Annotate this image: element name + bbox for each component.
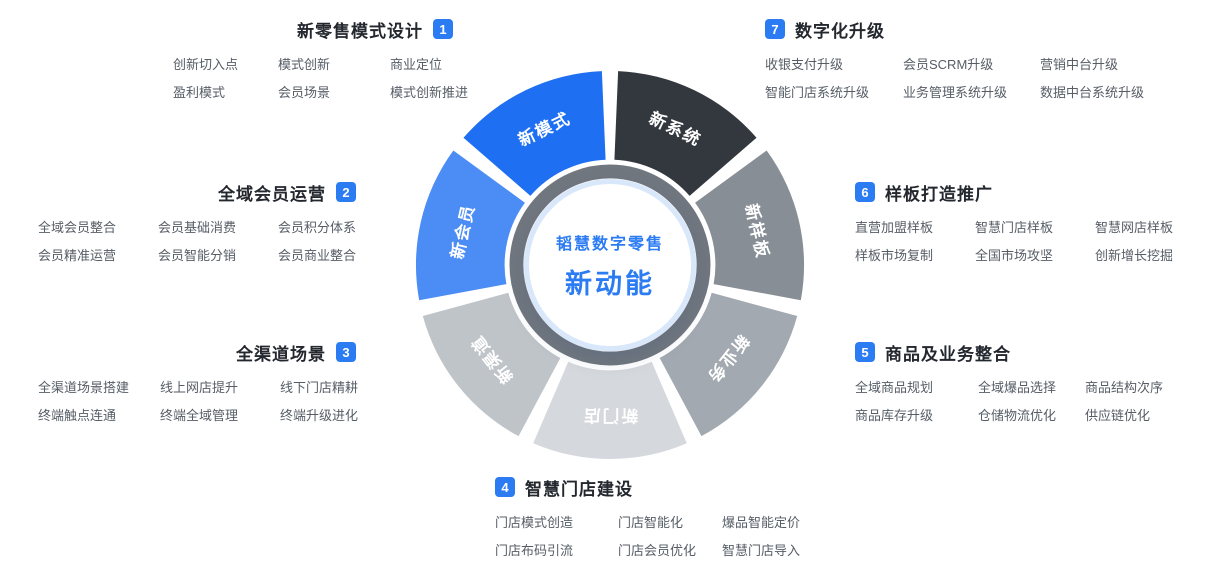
- section-1-item: 创新切入点: [173, 57, 239, 72]
- section-1-items: 创新切入点 模式创新 商业定位盈利模式 会员场景 模式创新推进: [173, 56, 468, 102]
- wheel-segment-新门店: [533, 361, 687, 460]
- section-3-item: 线下门店精耕: [280, 380, 359, 395]
- wheel-center: 韬慧数字零售 新动能: [524, 179, 696, 351]
- section-5-item: 仓储物流优化: [978, 408, 1057, 423]
- section-3-item: 终端触点连通: [38, 408, 117, 423]
- section-5-items: 全域商品规划 全域爆品选择 商品结构次序商品库存升级 仓储物流优化 供应链优化: [855, 379, 1185, 425]
- wheel-segment-新模式: [463, 71, 606, 196]
- section-5-item: 商品库存升级: [855, 408, 934, 423]
- wheel-segment-label: 新门店: [582, 406, 638, 426]
- section-6-title: 样板打造推广: [885, 184, 993, 204]
- section-4-item: 爆品智能定价: [722, 515, 801, 530]
- section-6-item: 全国市场攻坚: [975, 248, 1054, 263]
- section-6-items: 直营加盟样板 智慧门店样板 智慧网店样板样板市场复制 全国市场攻坚 创新增长挖掘: [855, 219, 1185, 265]
- section-2-item: 全域会员整合: [38, 220, 117, 235]
- section-1-number-badge: 1: [433, 19, 453, 39]
- section-3: 全渠道场景 3 全渠道场景搭建 线上网店提升 线下门店精耕终端触点连通 终端全域管理 终端升…: [38, 341, 359, 425]
- section-6-item: 直营加盟样板: [855, 220, 934, 235]
- section-2-item: 会员智能分销: [158, 248, 237, 263]
- section-7-items: 收银支付升级 会员SCRM升级 营销中台升级智能门店系统升级 业务管理系统升级 数据中台…: [765, 56, 1185, 102]
- section-2-items: 全域会员整合 会员基础消费 会员积分体系会员精准运营 会员智能分销 会员商业整合: [38, 219, 356, 265]
- section-2: 全域会员运营 2 全域会员整合 会员基础消费 会员积分体系会员精准运营 会员智能分销 会员商…: [38, 181, 356, 265]
- section-3-title: 全渠道场景: [236, 344, 326, 364]
- wheel-segment-新样板: [695, 150, 805, 301]
- section-7-item: 收银支付升级: [765, 57, 844, 72]
- section-7-title: 数字化升级: [795, 21, 885, 41]
- section-5-title: 商品及业务整合: [885, 344, 1011, 364]
- section-7-item: 智能门店系统升级: [765, 85, 870, 100]
- section-6: 6 样板打造推广直营加盟样板 智慧门店样板 智慧网店样板样板市场复制 全国市场攻坚 创新增…: [855, 181, 1185, 265]
- section-4-item: 门店布码引流: [495, 543, 574, 558]
- wheel-segment-新会员: [415, 150, 525, 301]
- section-5-item: 全域商品规划: [855, 380, 934, 395]
- center-title: 韬慧数字零售: [555, 235, 664, 253]
- section-4-item: 门店模式创造: [495, 515, 574, 530]
- section-3-items: 全渠道场景搭建 线上网店提升 线下门店精耕终端触点连通 终端全域管理 终端升级进化: [38, 379, 359, 425]
- section-7: 7 数字化升级收银支付升级 会员SCRM升级 营销中台升级智能门店系统升级 业务管理系统…: [765, 18, 1185, 102]
- section-4-title: 智慧门店建设: [525, 479, 633, 499]
- section-5: 5 商品及业务整合全域商品规划 全域爆品选择 商品结构次序商品库存升级 仓储物流优化 供应…: [855, 341, 1185, 425]
- section-3-item: 终端升级进化: [280, 408, 359, 423]
- section-2-item: 会员商业整合: [278, 248, 357, 263]
- section-3-title-row: 全渠道场景 3: [38, 341, 356, 364]
- section-4-title-row: 4 智慧门店建设: [495, 476, 825, 499]
- section-3-item: 终端全域管理: [160, 408, 239, 423]
- section-4-number-badge: 4: [495, 477, 515, 497]
- section-6-item: 创新增长挖掘: [1095, 248, 1174, 263]
- section-7-item: 数据中台系统升级: [1040, 85, 1145, 100]
- wheel-segment-新系统: [614, 71, 757, 196]
- section-7-item: 营销中台升级: [1040, 57, 1119, 72]
- section-3-number-badge: 3: [336, 342, 356, 362]
- section-1-item: 会员场景: [278, 85, 331, 100]
- section-4-item: 门店会员优化: [618, 543, 697, 558]
- section-2-item: 会员积分体系: [278, 220, 357, 235]
- wheel-inner-ring: [509, 164, 711, 366]
- center-subtitle: 新动能: [565, 268, 655, 299]
- section-7-item: 会员SCRM升级: [903, 57, 994, 72]
- section-1-title-row: 新零售模式设计 1: [173, 18, 453, 41]
- digital-retail-wheel-diagram: 新系统新样板新业务新门店新渠道新会员新模式 韬慧数字零售 新动能: [413, 68, 807, 462]
- section-5-title-row: 5 商品及业务整合: [855, 341, 1185, 364]
- section-6-title-row: 6 样板打造推广: [855, 181, 1185, 204]
- section-7-number-badge: 7: [765, 19, 785, 39]
- section-4-items: 门店模式创造 门店智能化 爆品智能定价门店布码引流 门店会员优化 智慧门店导入: [495, 514, 825, 560]
- section-1-item: 模式创新: [278, 57, 331, 72]
- section-6-item: 样板市场复制: [855, 248, 934, 263]
- section-6-item: 智慧网店样板: [1095, 220, 1174, 235]
- wheel-segment-新渠道: [422, 292, 561, 437]
- section-5-item: 供应链优化: [1085, 408, 1151, 423]
- section-5-item: 商品结构次序: [1085, 380, 1164, 395]
- section-3-item: 全渠道场景搭建: [38, 380, 130, 395]
- section-2-item: 会员基础消费: [158, 220, 237, 235]
- section-2-item: 会员精准运营: [38, 248, 117, 263]
- section-4-item: 门店智能化: [618, 515, 684, 530]
- section-1-item: 模式创新推进: [390, 85, 469, 100]
- section-5-item: 全域爆品选择: [978, 380, 1057, 395]
- section-4: 4 智慧门店建设门店模式创造 门店智能化 爆品智能定价门店布码引流 门店会员优化 智慧门店…: [495, 476, 825, 560]
- section-1: 新零售模式设计 1 创新切入点 模式创新 商业定位盈利模式 会员场景 模式创新推进: [173, 18, 468, 102]
- section-6-item: 智慧门店样板: [975, 220, 1054, 235]
- section-3-item: 线上网店提升: [160, 380, 239, 395]
- section-2-number-badge: 2: [336, 182, 356, 202]
- section-2-title: 全域会员运营: [218, 184, 326, 204]
- section-1-item: 商业定位: [390, 57, 443, 72]
- section-2-title-row: 全域会员运营 2: [38, 181, 356, 204]
- section-7-item: 业务管理系统升级: [903, 85, 1008, 100]
- wheel-segment-新业务: [659, 292, 798, 437]
- section-1-title: 新零售模式设计: [297, 21, 423, 41]
- section-6-number-badge: 6: [855, 182, 875, 202]
- section-5-number-badge: 5: [855, 342, 875, 362]
- section-7-title-row: 7 数字化升级: [765, 18, 1185, 41]
- section-1-item: 盈利模式: [173, 85, 226, 100]
- section-4-item: 智慧门店导入: [722, 543, 801, 558]
